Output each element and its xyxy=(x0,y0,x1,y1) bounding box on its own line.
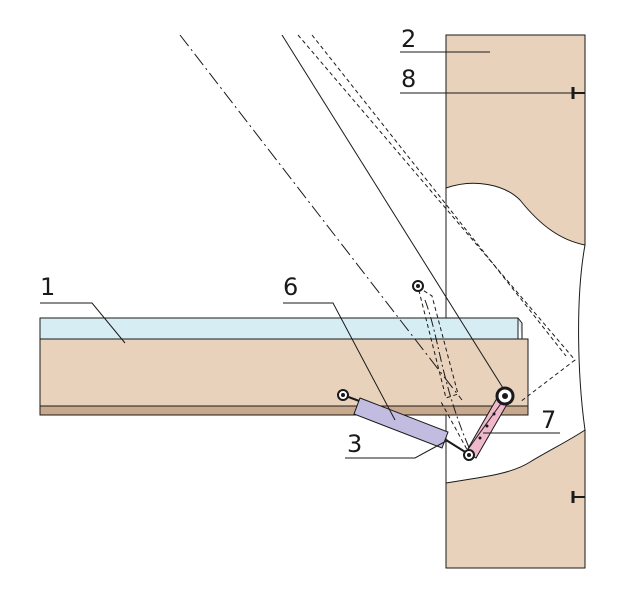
flap-open-solid-line xyxy=(281,34,509,397)
gas-stay xyxy=(337,389,471,456)
glass-layer-chamfer xyxy=(517,317,523,339)
side-panel-lower xyxy=(445,429,586,569)
label-part-3: 3 xyxy=(347,430,362,458)
leader-3 xyxy=(345,439,449,459)
gas-stay-cylinder xyxy=(353,397,449,449)
stay-ghost-dashed xyxy=(417,285,459,399)
label-part-6: 6 xyxy=(283,273,298,301)
side-panel-upper xyxy=(445,34,586,246)
shelf-edge-strip xyxy=(39,405,529,416)
label-part-1: 1 xyxy=(40,273,55,301)
shelf-board xyxy=(39,338,529,407)
flap-open-dashed-outline xyxy=(297,34,576,403)
side-panel-recess-edge xyxy=(578,244,586,431)
screw-upper xyxy=(571,87,585,99)
flap-open-dashdot-line xyxy=(179,34,463,401)
stay-ghost-dashdot xyxy=(424,299,471,451)
leader-6 xyxy=(283,302,396,421)
flap-open-dashed-inner xyxy=(311,34,567,357)
glass-layer xyxy=(39,317,519,340)
label-part-8: 8 xyxy=(401,65,416,93)
label-part-2: 2 xyxy=(401,25,416,53)
leader-1 xyxy=(40,302,126,344)
label-part-7: 7 xyxy=(541,406,556,434)
screw-lower xyxy=(571,491,585,503)
